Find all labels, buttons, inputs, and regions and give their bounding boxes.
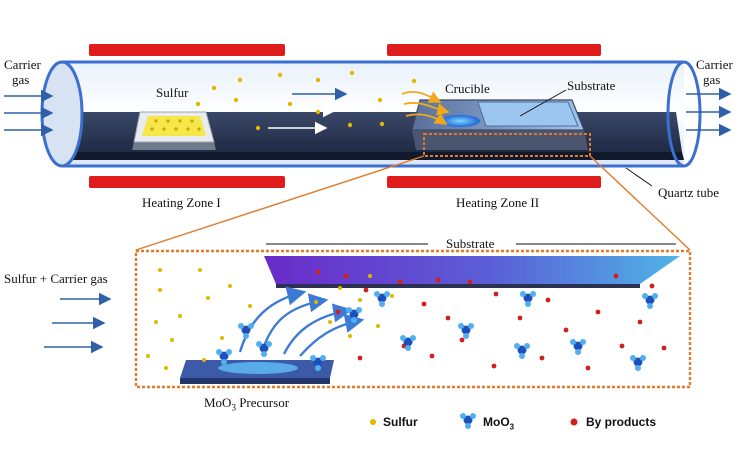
heater-zone2-top — [387, 44, 601, 56]
carrier-gas-arrows — [4, 87, 732, 137]
byproduct-particles — [315, 269, 667, 371]
substrate-top — [477, 101, 579, 127]
heating-zone-2-label: Heating Zone II — [456, 195, 540, 210]
zoom-carrier-arrows — [44, 292, 112, 354]
tube-flow-arrows — [268, 104, 336, 135]
crucible — [411, 99, 588, 150]
substrate-leader — [519, 89, 567, 117]
zoom-substrate — [264, 243, 680, 288]
legend-moo3-name: MoO — [483, 415, 510, 429]
zoom-line-right — [589, 155, 691, 251]
tube-sulfur-particles — [195, 70, 417, 131]
byproduct-dot-icon — [570, 418, 578, 426]
heater-zone2-bottom — [387, 176, 601, 188]
legend-moo3-label: MoO3 — [483, 415, 514, 434]
substrate-label: Substrate — [567, 78, 616, 93]
carrier-gas-right-label-line1: Carrier — [696, 57, 733, 72]
heater-zone1-top — [89, 44, 285, 56]
legend-sulfur-label: Sulfur — [383, 415, 418, 429]
vapor-flow-arrows — [401, 90, 450, 125]
carrier-gas-right-label-line2: gas — [703, 72, 721, 87]
legend-byproducts-label: By products — [586, 415, 657, 429]
sulfur-carrier-gas-label: Sulfur + Carrier gas — [4, 271, 108, 286]
heating-zone-1-label: Heating Zone I — [142, 195, 221, 210]
heater-zone1-bottom — [89, 176, 285, 188]
zoom-line-left — [135, 155, 425, 251]
carrier-gas-left-label-line2: gas — [12, 72, 30, 87]
sulfur-dot-icon — [370, 419, 376, 425]
precursor-tray — [180, 360, 334, 384]
carrier-gas-left-label-line1: Carrier — [4, 57, 41, 72]
crucible-highlight — [423, 133, 591, 157]
moo3-precursor-suffix: Precursor — [235, 395, 290, 410]
moo3-precursor-prefix: MoO — [204, 395, 232, 410]
moo3-precursor-sub: 3 — [231, 402, 236, 413]
sulfur-label: Sulfur — [156, 85, 189, 100]
zoom-sulfur-particles — [146, 268, 394, 370]
moo3-precursor-label: MoO3 Precursor — [204, 396, 289, 415]
quartz-tube-leader — [625, 167, 653, 187]
legend-moo3-sub: 3 — [509, 422, 515, 432]
moo3-molecules — [216, 291, 658, 371]
crucible-label: Crucible — [445, 81, 490, 96]
sulfur-boat — [132, 111, 216, 150]
quartz-tube-label: Quartz tube — [658, 185, 720, 200]
moo3-molecule-icon — [460, 413, 476, 429]
zoom-substrate-label: Substrate — [446, 236, 495, 251]
